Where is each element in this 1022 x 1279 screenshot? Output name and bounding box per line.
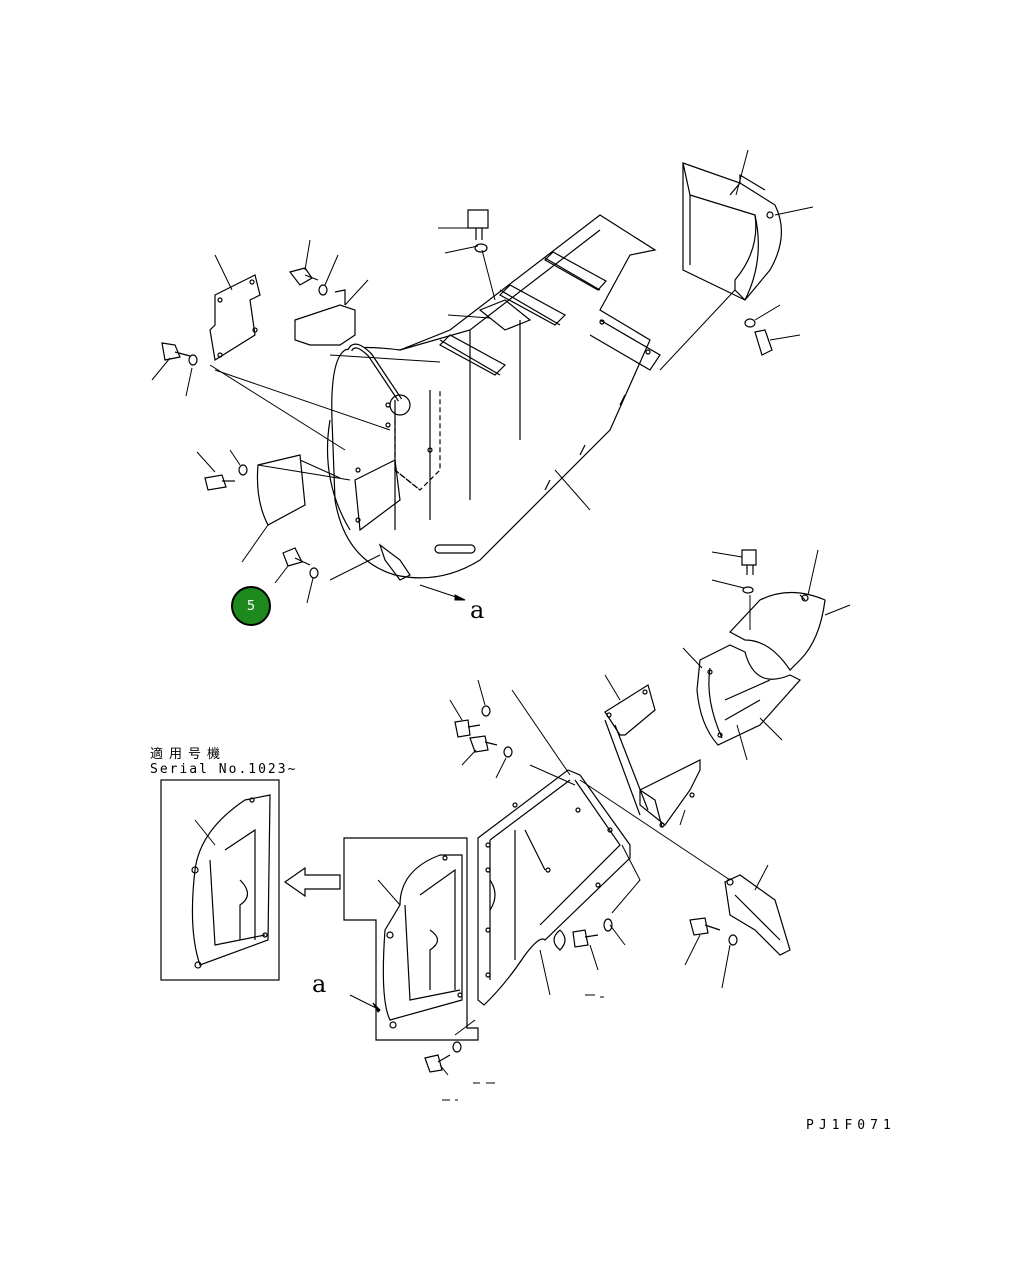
fan-shroud-top bbox=[682, 162, 783, 301]
leader-lines-right-middle bbox=[682, 549, 851, 761]
bracket-plate-right bbox=[604, 684, 701, 828]
callout-a-top: a bbox=[470, 596, 485, 624]
detail-view-earlier-serial bbox=[160, 779, 280, 981]
leader-lines-top bbox=[151, 149, 814, 604]
leader-lines-lower bbox=[349, 674, 769, 1101]
callout-a-bottom: a bbox=[312, 970, 327, 998]
tunnel-cover-assembly bbox=[326, 214, 661, 581]
support-bracket bbox=[724, 874, 791, 956]
cover-plate-left bbox=[209, 274, 261, 361]
reference-number-badge[interactable]: 5 bbox=[231, 586, 271, 626]
detail-view-main bbox=[343, 837, 479, 1041]
cover-plate-small bbox=[256, 454, 306, 526]
bolts-top bbox=[161, 209, 773, 579]
bracket-top bbox=[294, 289, 356, 346]
serial-heading-en: Serial No.1023~ bbox=[150, 762, 298, 777]
serial-heading-jp: 適用号機 bbox=[150, 747, 227, 762]
frame-assembly bbox=[477, 769, 631, 1006]
bolts-lower bbox=[424, 705, 738, 1073]
reference-arrow bbox=[283, 866, 341, 898]
fan-shroud-split bbox=[696, 549, 826, 746]
drawing-code: PJ1F071 bbox=[806, 1118, 896, 1133]
